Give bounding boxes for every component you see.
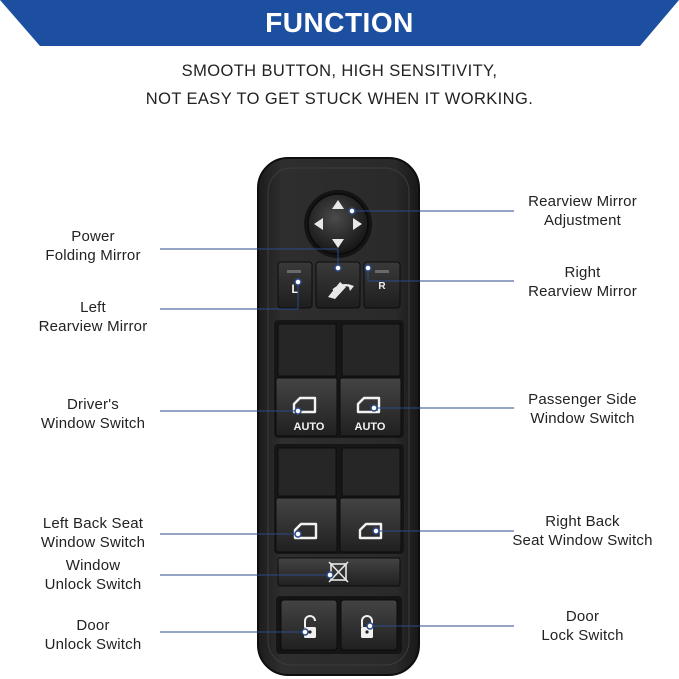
label-line: Unlock Switch: [44, 636, 142, 653]
label-door-lock-switch: Door Lock Switch: [505, 607, 660, 645]
label-line: Right: [564, 264, 601, 281]
label-line: Lock Switch: [541, 627, 624, 644]
mirror-fold-icon: [328, 282, 354, 299]
left-mirror-letter: L: [291, 282, 298, 296]
subtitle-line-1: SMOOTH BUTTON, HIGH SENSITIVITY,: [181, 62, 498, 80]
door-unlock-switch[interactable]: [280, 599, 338, 651]
label-line: Right Back: [545, 513, 620, 530]
leader-lines: [160, 207, 514, 636]
arrow-cross-icon: [314, 200, 362, 248]
label-drivers-window-switch: Driver's Window Switch: [18, 395, 168, 433]
label-left-back-seat-window-switch: Left Back Seat Window Switch: [18, 514, 168, 552]
window-icon: [356, 396, 381, 414]
label-rearview-mirror-adjustment: Rearview Mirror Adjustment: [505, 192, 660, 230]
label-line: Unlock Switch: [44, 576, 142, 593]
label-line: Door: [76, 617, 110, 634]
label-power-folding-mirror: Power Folding Mirror: [18, 227, 168, 265]
label-line: Power: [71, 228, 115, 245]
right-mirror-letter: R: [378, 281, 386, 292]
label-line: Window Switch: [40, 415, 146, 432]
label-line: Window: [65, 557, 121, 574]
label-passenger-side-window-switch: Passenger Side Window Switch: [505, 390, 660, 428]
label-line: Seat Window Switch: [512, 532, 653, 549]
driver-window-switch[interactable]: [275, 323, 338, 437]
label-line: Passenger Side: [528, 391, 637, 408]
label-line: Left Back Seat: [42, 515, 144, 532]
label-door-unlock-switch: Door Unlock Switch: [18, 616, 168, 654]
label-line: Rearview Mirror: [528, 193, 637, 210]
label-line: Left: [80, 299, 106, 316]
left-back-seat-window-switch[interactable]: [275, 447, 338, 553]
label-line: Window Switch: [40, 534, 146, 551]
label-right-rearview-mirror: Right Rearview Mirror: [505, 263, 660, 301]
label-line: Rearview Mirror: [38, 318, 148, 335]
banner-title: FUNCTION: [265, 7, 414, 38]
label-left-rearview-mirror: Left Rearview Mirror: [18, 298, 168, 336]
label-right-back-seat-window-switch: Right Back Seat Window Switch: [500, 512, 665, 550]
window-icon: [358, 522, 383, 540]
window-icon: [293, 522, 318, 540]
label-line: Window Switch: [530, 410, 635, 427]
label-line: Door: [565, 608, 600, 625]
passenger-auto-label: AUTO: [355, 421, 386, 433]
passenger-window-switch[interactable]: [339, 323, 402, 437]
function-banner: FUNCTION: [0, 0, 679, 46]
subtitle-line-2: NOT EASY TO GET STUCK WHEN IT WORKING.: [145, 90, 534, 108]
label-line: Driver's: [67, 396, 119, 413]
label-line: Folding Mirror: [45, 247, 141, 264]
label-window-unlock-switch: Window Unlock Switch: [18, 556, 168, 594]
banner-background: [0, 0, 679, 46]
driver-auto-label: AUTO: [294, 421, 325, 433]
left-mirror-button[interactable]: [277, 261, 313, 309]
window-icon: [292, 396, 317, 414]
right-mirror-button[interactable]: [363, 261, 401, 309]
label-line: Rearview Mirror: [528, 283, 637, 300]
label-line: Adjustment: [543, 212, 622, 229]
right-back-seat-window-switch[interactable]: [339, 447, 402, 553]
